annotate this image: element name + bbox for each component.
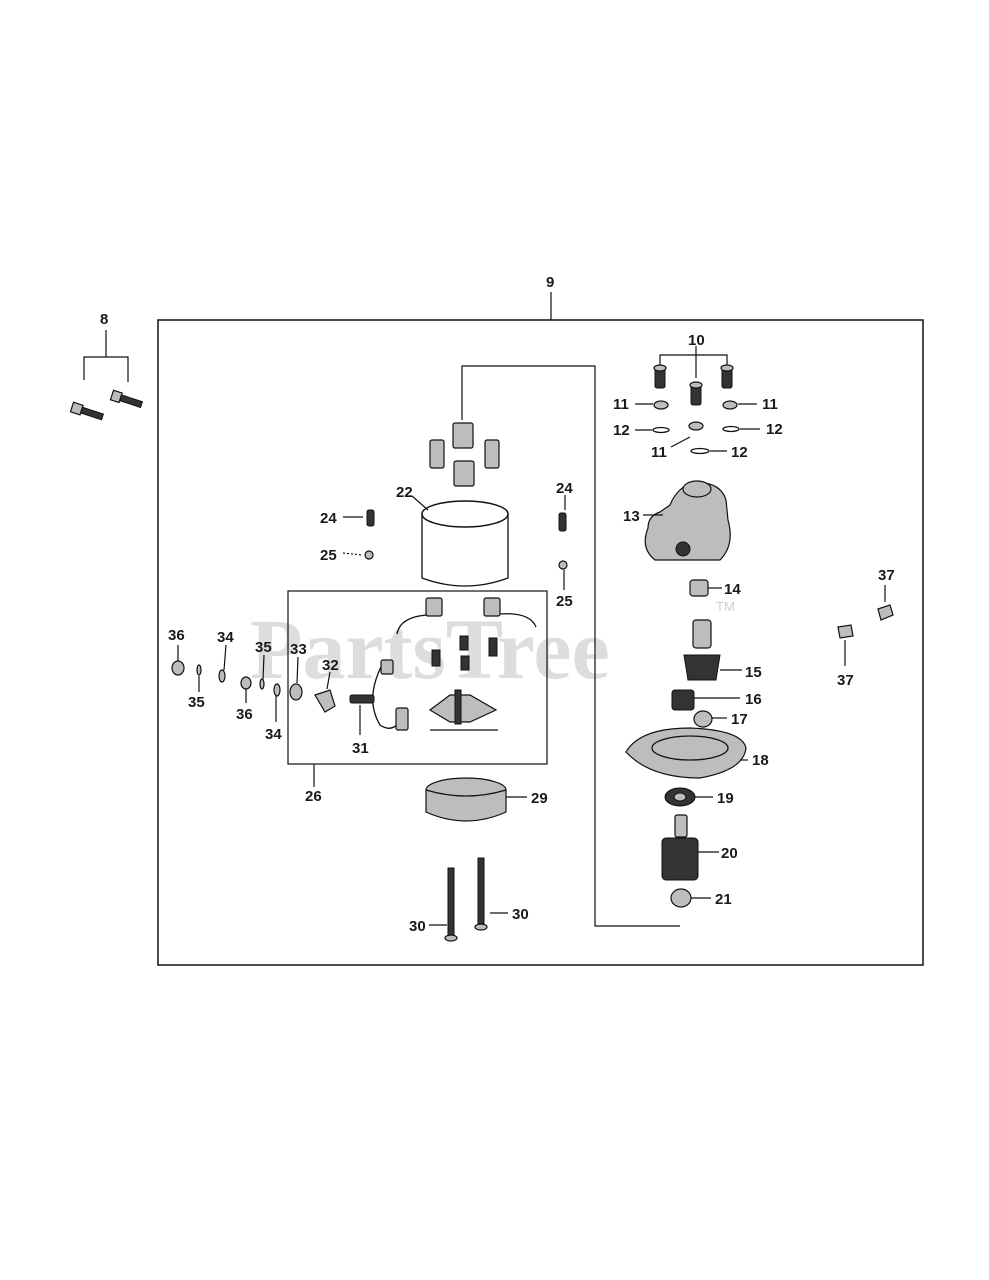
screw-group-10 bbox=[635, 346, 760, 455]
gear-16 bbox=[671, 689, 740, 711]
end-cover-18 bbox=[625, 727, 748, 779]
label-24b: 24 bbox=[556, 480, 573, 497]
label-36b: 36 bbox=[236, 706, 253, 723]
label-37b: 37 bbox=[837, 672, 854, 689]
label-12c: 12 bbox=[731, 444, 748, 461]
pinion-shaft-15 bbox=[683, 619, 742, 681]
callout-labels: 8 9 10 11 11 11 12 12 12 13 14 15 16 17 … bbox=[100, 274, 895, 935]
label-24a: 24 bbox=[320, 510, 337, 527]
label-8: 8 bbox=[100, 311, 108, 328]
washer-33 bbox=[289, 656, 303, 701]
label-11a: 11 bbox=[613, 396, 629, 413]
bushing-14 bbox=[689, 579, 722, 597]
label-13: 13 bbox=[623, 508, 640, 525]
bearing-19 bbox=[664, 787, 713, 807]
label-32: 32 bbox=[322, 657, 339, 674]
clip-32 bbox=[314, 671, 336, 713]
label-11b: 11 bbox=[762, 396, 778, 413]
watermark-text: PartsTree bbox=[250, 601, 610, 697]
label-31: 31 bbox=[352, 740, 369, 757]
label-22: 22 bbox=[396, 484, 413, 501]
label-12b: 12 bbox=[766, 421, 783, 438]
label-14: 14 bbox=[724, 581, 741, 598]
label-25b: 25 bbox=[556, 593, 573, 610]
cap-37 bbox=[837, 585, 894, 666]
spring-31 bbox=[349, 694, 375, 735]
label-20: 20 bbox=[721, 845, 738, 862]
label-26: 26 bbox=[305, 788, 322, 805]
washer-25-right bbox=[558, 560, 568, 590]
watermark-tm: TM bbox=[716, 599, 735, 614]
bushing-17 bbox=[693, 710, 727, 728]
through-bolt-30 bbox=[429, 857, 508, 942]
bushing-21 bbox=[670, 888, 711, 908]
label-10: 10 bbox=[688, 332, 705, 349]
label-12a: 12 bbox=[613, 422, 630, 439]
label-25a: 25 bbox=[320, 547, 337, 564]
label-34b: 34 bbox=[265, 726, 282, 743]
assembly-frame bbox=[157, 319, 924, 966]
label-17: 17 bbox=[731, 711, 748, 728]
screw-24-right bbox=[558, 495, 567, 532]
label-36a: 36 bbox=[168, 627, 185, 644]
label-33: 33 bbox=[290, 641, 307, 658]
label-37a: 37 bbox=[878, 567, 895, 584]
label-34a: 34 bbox=[217, 629, 234, 646]
drive-housing-13 bbox=[643, 480, 731, 561]
frame-22 bbox=[411, 422, 509, 587]
label-19: 19 bbox=[717, 790, 734, 807]
end-cap-29 bbox=[425, 777, 527, 822]
label-11c: 11 bbox=[651, 444, 667, 461]
brush-assembly bbox=[372, 597, 537, 731]
brush-plate-box bbox=[287, 590, 548, 765]
small-parts-left bbox=[171, 644, 281, 722]
label-35a: 35 bbox=[255, 639, 272, 656]
label-21: 21 bbox=[715, 891, 732, 908]
screw-24-left bbox=[343, 509, 375, 527]
bracket-line bbox=[461, 365, 680, 927]
armature-20 bbox=[661, 814, 719, 881]
washer-25-left bbox=[342, 550, 374, 560]
label-30b: 30 bbox=[512, 906, 529, 923]
label-15: 15 bbox=[745, 664, 762, 681]
label-35b: 35 bbox=[188, 694, 205, 711]
label-30a: 30 bbox=[409, 918, 426, 935]
label-9: 9 bbox=[546, 274, 554, 291]
label-29: 29 bbox=[531, 790, 548, 807]
bolt-group-8 bbox=[69, 330, 144, 421]
label-16: 16 bbox=[745, 691, 762, 708]
label-18: 18 bbox=[752, 752, 769, 769]
